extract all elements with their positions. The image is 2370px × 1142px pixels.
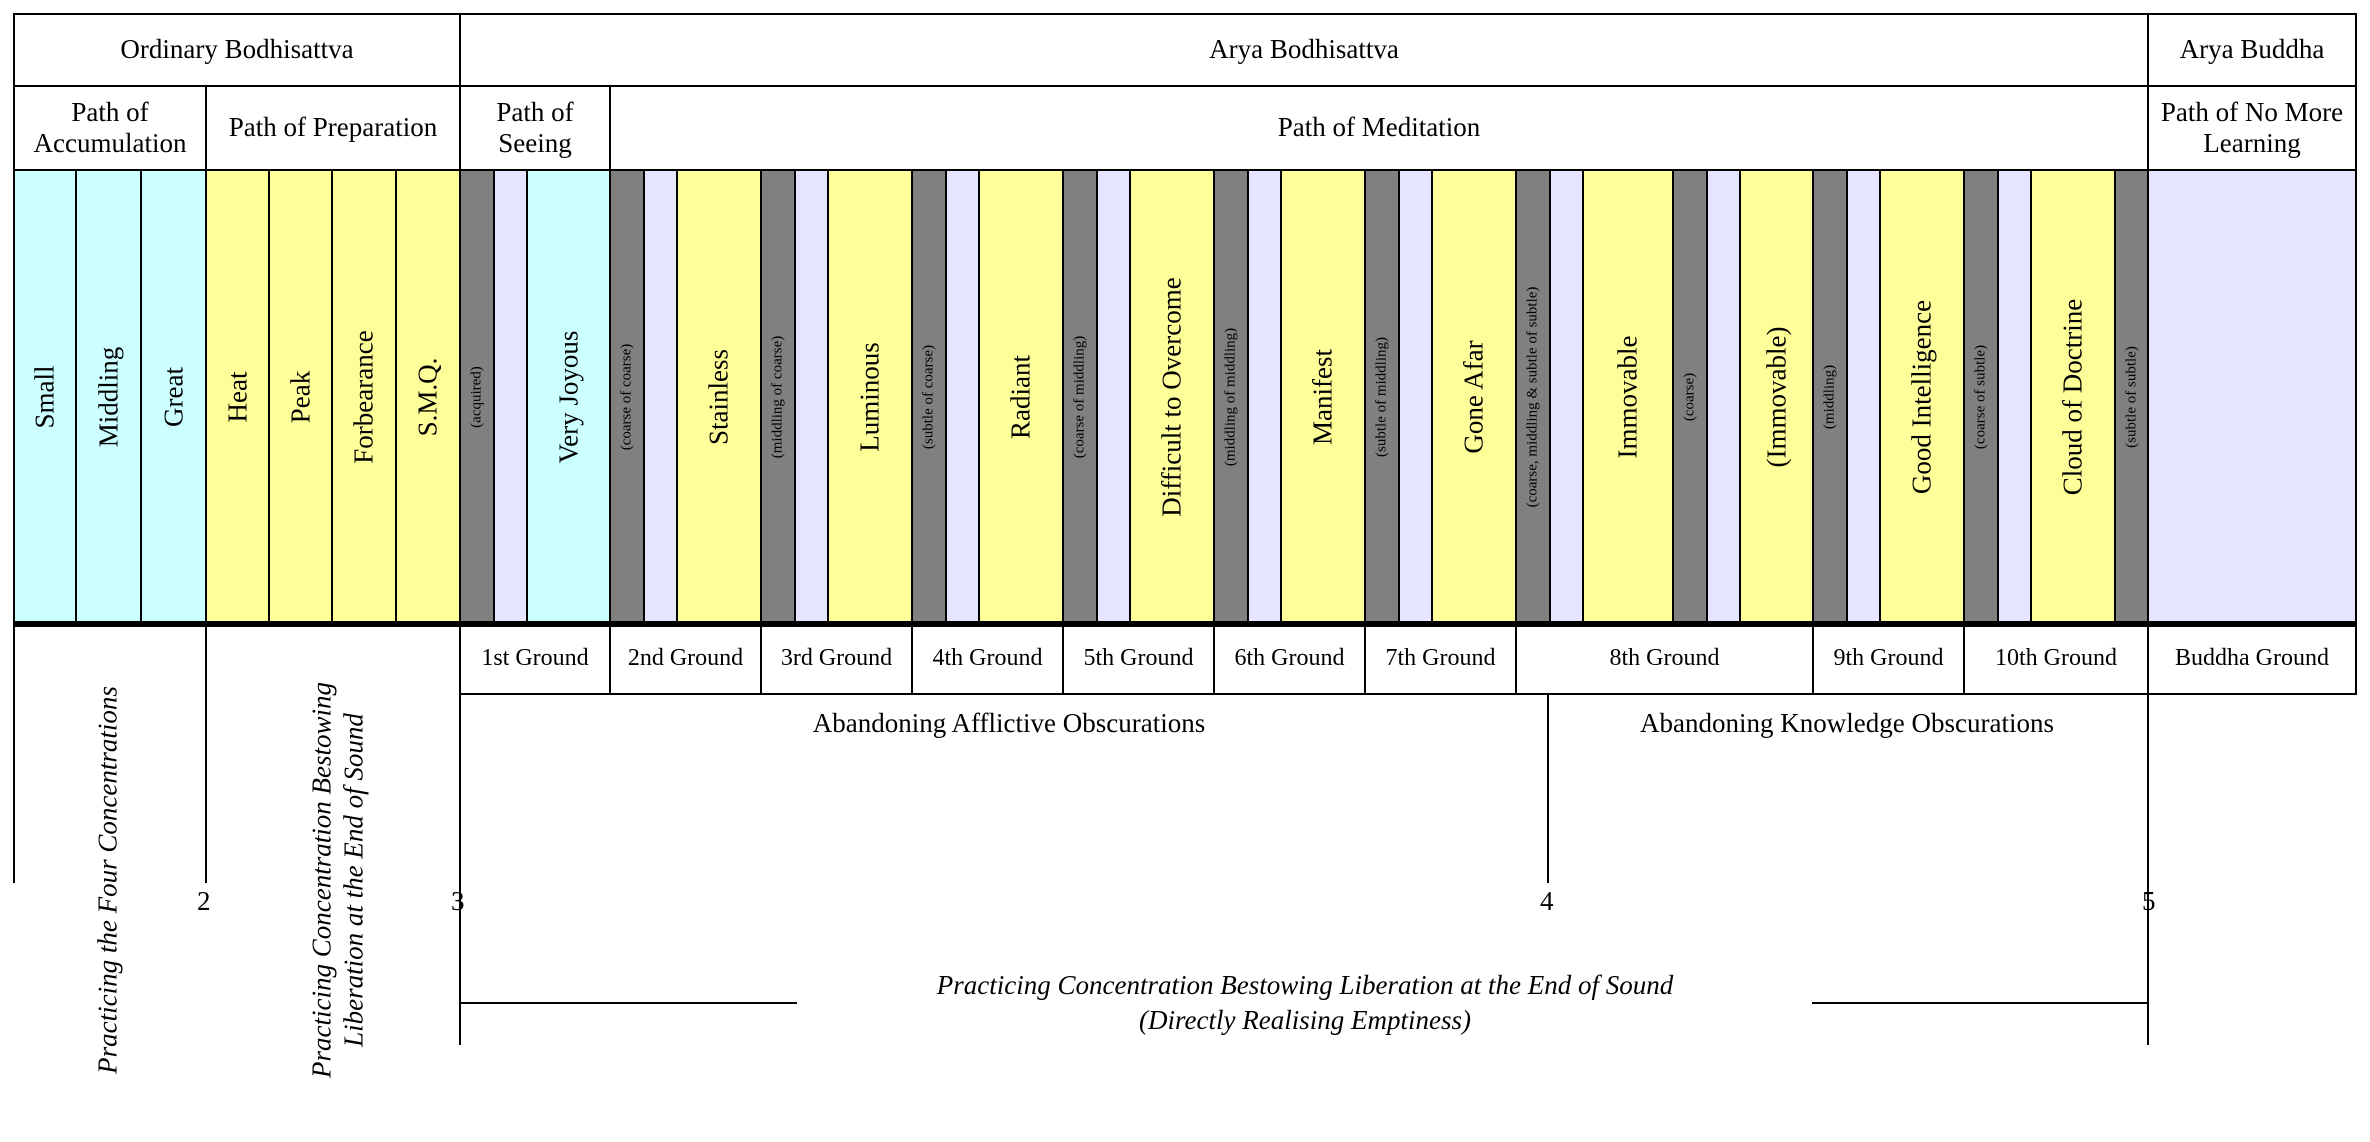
stage-peak: Peak — [268, 169, 333, 625]
ground-3: 3rd Ground — [760, 623, 913, 695]
gap-column — [1997, 169, 2032, 625]
boundary-line-accumulation — [205, 623, 207, 883]
stage-subtle-of-subtle: (subtle of subtle) — [2114, 169, 2149, 625]
stage-buddhahood — [2147, 169, 2357, 625]
stage-cloud-of-doctrine: Cloud of Doctrine — [2030, 169, 2116, 625]
gap-column — [1247, 169, 1282, 625]
practice-four-concentrations: Practicing the Four Concentrations — [92, 686, 123, 1074]
stage-coarse-of-middling: (coarse of middling) — [1062, 169, 1098, 625]
practice-bottom-line2: (Directly Realising Emptiness) — [1139, 1005, 1471, 1036]
marker-2: 2 — [197, 886, 211, 916]
ground-9: 9th Ground — [1812, 623, 1965, 695]
stage-immovable: Immovable — [1582, 169, 1674, 625]
marker-4: 4 — [1540, 886, 1554, 916]
practice-bottom-label: Practicing Concentration Bestowing Liber… — [820, 968, 1790, 1038]
gap-column — [1706, 169, 1741, 625]
stage-manifest: Manifest — [1280, 169, 1366, 625]
ground-1: 1st Ground — [459, 623, 611, 695]
boundary-line-seeing — [459, 623, 461, 1045]
gap-column — [1398, 169, 1433, 625]
gap-column — [1096, 169, 1131, 625]
marker-3: 3 — [451, 886, 465, 916]
stage-acquired: (acquired) — [459, 169, 495, 625]
ground-2: 2nd Ground — [609, 623, 762, 695]
path-of-seeing: Path of Seeing — [459, 85, 611, 171]
stage-very-joyous: Very Joyous — [526, 169, 611, 625]
stage-radiant: Radiant — [978, 169, 1064, 625]
practice-preparation: Practicing Concentration Bestowing Liber… — [306, 682, 371, 1078]
boundary-line-left — [13, 623, 15, 883]
stage-middling-paren: (middling) — [1812, 169, 1848, 625]
stage-middling-of-coarse: (middling of coarse) — [760, 169, 796, 625]
stage-middling: Middling — [75, 169, 142, 625]
stage-luminous: Luminous — [827, 169, 913, 625]
stage-coarse-of-coarse: (coarse of coarse) — [609, 169, 645, 625]
arya-bodhisattva-header: Arya Bodhisattva — [459, 13, 2149, 87]
stage-difficult-to-overcome: Difficult to Overcome — [1129, 169, 1215, 625]
stage-small: Small — [13, 169, 77, 625]
stage-forbearance: Forbearance — [331, 169, 397, 625]
marker-5: 5 — [2142, 886, 2156, 916]
ground-6: 6th Ground — [1213, 623, 1366, 695]
path-of-meditation: Path of Meditation — [609, 85, 2149, 171]
stage-heat: Heat — [205, 169, 270, 625]
stage-great: Great — [140, 169, 207, 625]
gap-column — [1846, 169, 1881, 625]
stage-subtle-of-coarse: (subtle of coarse) — [911, 169, 947, 625]
stage-gone-afar: Gone Afar — [1431, 169, 1517, 625]
stage-smq: S.M.Q. — [395, 169, 461, 625]
path-of-preparation: Path of Preparation — [205, 85, 461, 171]
stage-coarse: (coarse) — [1672, 169, 1708, 625]
gap-column — [794, 169, 829, 625]
stage-coarse-middling-subtle-of-subtle: (coarse, middling & subtle of subtle) — [1515, 169, 1551, 625]
ground-5: 5th Ground — [1062, 623, 1215, 695]
abandoning-afflictive-obscurations: Abandoning Afflictive Obscurations — [812, 708, 1206, 738]
stage-immovable-paren: (Immovable) — [1739, 169, 1814, 625]
stage-good-intelligence: Good Intelligence — [1879, 169, 1965, 625]
ordinary-bodhisattva-header: Ordinary Bodhisattva — [13, 13, 461, 87]
practice-preparation-line2: Liberation at the End of Sound — [339, 713, 369, 1047]
stage-middling-of-middling: (middling of middling) — [1213, 169, 1249, 625]
boundary-line-buddha — [2147, 623, 2149, 1045]
practice-bottom-line1: Practicing Concentration Bestowing Liber… — [936, 970, 1674, 1000]
ground-7: 7th Ground — [1364, 623, 1517, 695]
path-of-accumulation: Path of Accumulation — [13, 85, 207, 171]
bracket-line-left — [459, 1002, 797, 1004]
path-of-no-more-learning: Path of No More Learning — [2147, 85, 2357, 171]
gap-column — [643, 169, 678, 625]
ground-buddha: Buddha Ground — [2147, 623, 2357, 695]
boundary-line-knowledge — [1547, 693, 1549, 883]
arya-buddha-header: Arya Buddha — [2147, 13, 2357, 87]
stage-stainless: Stainless — [676, 169, 762, 625]
ground-8: 8th Ground — [1515, 623, 1814, 695]
ground-10: 10th Ground — [1963, 623, 2149, 695]
gap-column — [1549, 169, 1584, 625]
bracket-line-right — [1812, 1002, 2149, 1004]
gap-column — [493, 169, 528, 625]
abandoning-knowledge-obscurations: Abandoning Knowledge Obscurations — [1640, 708, 2054, 738]
ground-4: 4th Ground — [911, 623, 1064, 695]
stage-subtle-of-middling: (subtle of middling) — [1364, 169, 1400, 625]
practice-preparation-line1: Practicing Concentration Bestowing — [306, 682, 337, 1078]
gap-column — [945, 169, 980, 625]
stage-coarse-of-subtle: (coarse of subtle) — [1963, 169, 1999, 625]
